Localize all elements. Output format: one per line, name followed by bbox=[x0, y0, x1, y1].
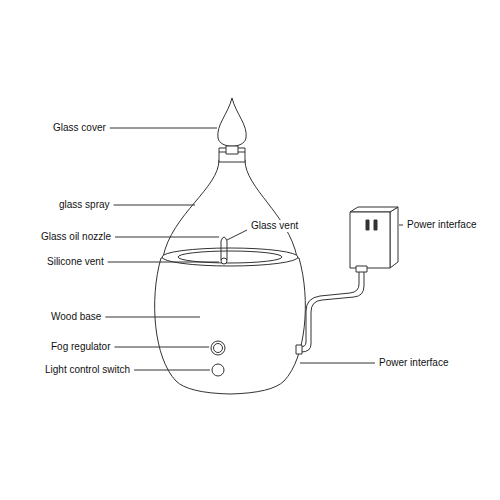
part-label: Power interface bbox=[378, 357, 449, 369]
power-cable-inner bbox=[300, 268, 359, 347]
leader-line bbox=[115, 237, 219, 238]
cable-plug bbox=[296, 345, 302, 354]
leader-line bbox=[134, 370, 210, 371]
part-label: Glass cover bbox=[52, 122, 107, 134]
part-label: Glass vent bbox=[250, 220, 299, 232]
leader-line bbox=[114, 347, 209, 348]
part-label: Fog regulator bbox=[50, 341, 111, 353]
leader-line bbox=[114, 205, 195, 206]
glass-body-outline bbox=[163, 160, 297, 257]
silicone-vent bbox=[221, 258, 227, 264]
leader-line bbox=[108, 262, 219, 263]
adapter-top bbox=[350, 207, 398, 212]
glass-cover-stem bbox=[226, 146, 238, 154]
part-label: Wood base bbox=[50, 311, 102, 323]
part-label: Silicone vent bbox=[46, 256, 105, 268]
part-label: Power interface bbox=[406, 219, 477, 231]
fog-regulator-inner bbox=[214, 344, 223, 353]
silicone-lid bbox=[178, 251, 282, 263]
light-switch-button bbox=[212, 364, 224, 376]
leader-line bbox=[300, 363, 375, 364]
wood-base-outline bbox=[155, 258, 306, 394]
adapter-prong bbox=[366, 220, 369, 230]
leader-line bbox=[399, 225, 403, 226]
adapter-prong bbox=[374, 220, 377, 230]
adapter-body bbox=[350, 212, 390, 268]
part-label: glass spray bbox=[58, 199, 111, 211]
part-label: Light control switch bbox=[44, 364, 131, 376]
leader-line bbox=[105, 317, 200, 318]
adapter-cable-boot bbox=[356, 266, 367, 272]
adapter-side bbox=[390, 207, 398, 268]
leader-line bbox=[110, 128, 217, 129]
base-top-plate bbox=[162, 248, 298, 266]
fog-regulator-knob bbox=[211, 341, 225, 355]
part-label: Glass oil nozzle bbox=[40, 231, 112, 243]
power-cable bbox=[301, 268, 364, 352]
glass-cover-drop bbox=[218, 98, 246, 146]
glass-oil-nozzle bbox=[221, 237, 227, 260]
leader-line bbox=[227, 230, 247, 240]
